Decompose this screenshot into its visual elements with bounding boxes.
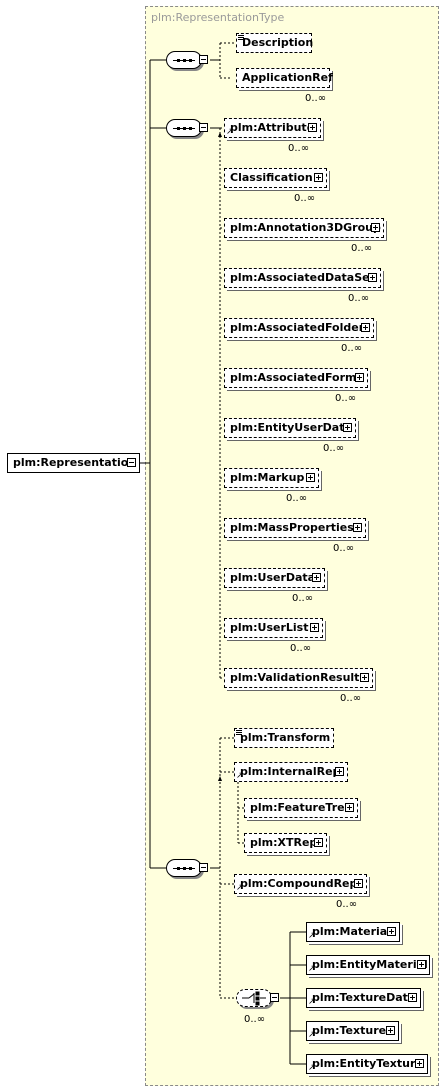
expand-icon[interactable] bbox=[355, 373, 364, 382]
expand-icon[interactable] bbox=[335, 767, 344, 776]
collapse-icon[interactable] bbox=[127, 458, 136, 467]
cardinality: 0..∞ bbox=[244, 1014, 266, 1025]
cardinality: 0..∞ bbox=[348, 293, 370, 304]
expand-icon[interactable] bbox=[312, 573, 321, 582]
element-associated-folder[interactable]: plm:AssociatedFolder bbox=[224, 318, 374, 338]
element-associated-form[interactable]: plm:AssociatedForm bbox=[224, 368, 368, 388]
reference-arrow-icon: ↗ bbox=[308, 1063, 316, 1073]
collapse-icon[interactable] bbox=[270, 993, 279, 1002]
cardinality: 0..∞ bbox=[333, 543, 355, 554]
expand-icon[interactable] bbox=[368, 273, 377, 282]
element-classification[interactable]: Classification bbox=[224, 168, 327, 188]
expand-icon[interactable] bbox=[310, 623, 319, 632]
reference-arrow-icon: ↗ bbox=[236, 883, 244, 893]
reference-arrow-icon: ↗ bbox=[308, 964, 316, 974]
expand-icon[interactable] bbox=[354, 879, 363, 888]
element-validation-results[interactable]: plm:ValidationResults bbox=[224, 668, 373, 688]
element-xtrep[interactable]: plm:XTRep bbox=[244, 833, 327, 853]
choice-icon bbox=[242, 991, 266, 1006]
expand-icon[interactable] bbox=[371, 223, 380, 232]
cardinality: 0..∞ bbox=[290, 643, 312, 654]
element-feature-tree[interactable]: plm:FeatureTree bbox=[244, 798, 358, 818]
expand-icon[interactable] bbox=[345, 803, 354, 812]
element-annotation3d-group[interactable]: plm:Annotation3DGroup bbox=[224, 218, 384, 238]
expand-icon[interactable] bbox=[314, 838, 323, 847]
element-user-data[interactable]: plm:UserData bbox=[224, 568, 325, 588]
expand-icon[interactable] bbox=[360, 673, 369, 682]
cardinality: 0..∞ bbox=[340, 693, 362, 704]
root-label: plm:Representation bbox=[13, 456, 137, 469]
choice-compositor[interactable] bbox=[236, 989, 272, 1007]
element-application-ref[interactable]: ApplicationRef bbox=[236, 68, 333, 88]
documentation-icon bbox=[238, 35, 244, 40]
cardinality: 0..∞ bbox=[288, 143, 310, 154]
element-entity-texture[interactable]: plm:EntityTexture bbox=[306, 1054, 428, 1074]
element-texture[interactable]: plm:Texture bbox=[306, 1021, 399, 1041]
collapse-icon[interactable] bbox=[199, 863, 208, 872]
reference-arrow-icon: ↗ bbox=[236, 771, 244, 781]
type-name-label: plm:RepresentationType bbox=[151, 11, 285, 24]
cardinality: 0..∞ bbox=[292, 593, 314, 604]
element-internal-rep[interactable]: plm:InternalRep bbox=[234, 762, 348, 782]
root-element-representation[interactable]: plm:Representation bbox=[7, 453, 140, 473]
element-material[interactable]: plm:Material bbox=[306, 922, 400, 942]
reference-arrow-icon: ↗ bbox=[226, 127, 234, 137]
expand-icon[interactable] bbox=[353, 523, 362, 532]
documentation-icon bbox=[236, 730, 242, 735]
collapse-icon[interactable] bbox=[199, 123, 208, 132]
cardinality: 0..∞ bbox=[335, 393, 357, 404]
element-markup[interactable]: plm:Markup bbox=[224, 468, 319, 488]
sequence-compositor-1[interactable] bbox=[166, 51, 202, 69]
element-description[interactable]: Description bbox=[236, 33, 313, 53]
cardinality: 0..∞ bbox=[305, 93, 327, 104]
expand-icon[interactable] bbox=[386, 1026, 395, 1035]
cardinality: 0..∞ bbox=[294, 193, 316, 204]
reference-arrow-icon: ↗ bbox=[308, 931, 316, 941]
element-transform[interactable]: plm:Transform bbox=[234, 728, 334, 748]
expand-icon[interactable] bbox=[417, 960, 426, 969]
element-compound-rep[interactable]: plm:CompoundRep bbox=[234, 874, 367, 894]
cardinality: 0..∞ bbox=[336, 899, 358, 910]
element-entity-material[interactable]: plm:EntityMaterial bbox=[306, 955, 430, 975]
element-mass-properties[interactable]: plm:MassProperties bbox=[224, 518, 366, 538]
cardinality: 0..∞ bbox=[351, 243, 373, 254]
cardinality: 0..∞ bbox=[286, 493, 308, 504]
collapse-icon[interactable] bbox=[199, 55, 208, 64]
reference-arrow-icon: ↗ bbox=[308, 1030, 316, 1040]
expand-icon[interactable] bbox=[306, 473, 315, 482]
expand-icon[interactable] bbox=[343, 423, 352, 432]
expand-icon[interactable] bbox=[408, 993, 417, 1002]
expand-icon[interactable] bbox=[415, 1059, 424, 1068]
expand-icon[interactable] bbox=[308, 123, 317, 132]
reference-arrow-icon: ↗ bbox=[308, 997, 316, 1007]
expand-icon[interactable] bbox=[361, 323, 370, 332]
element-entity-user-data[interactable]: plm:EntityUserData bbox=[224, 418, 356, 438]
expand-icon[interactable] bbox=[387, 927, 396, 936]
element-user-list[interactable]: plm:UserList bbox=[224, 618, 323, 638]
sequence-compositor-3[interactable] bbox=[166, 859, 202, 877]
element-associated-data-set[interactable]: plm:AssociatedDataSet bbox=[224, 268, 381, 288]
element-attribute[interactable]: plm:Attribute bbox=[224, 118, 321, 138]
element-texture-data[interactable]: plm:TextureData bbox=[306, 988, 421, 1008]
expand-icon[interactable] bbox=[314, 173, 323, 182]
cardinality: 0..∞ bbox=[323, 443, 345, 454]
sequence-compositor-2[interactable] bbox=[166, 119, 202, 137]
cardinality: 0..∞ bbox=[341, 343, 363, 354]
